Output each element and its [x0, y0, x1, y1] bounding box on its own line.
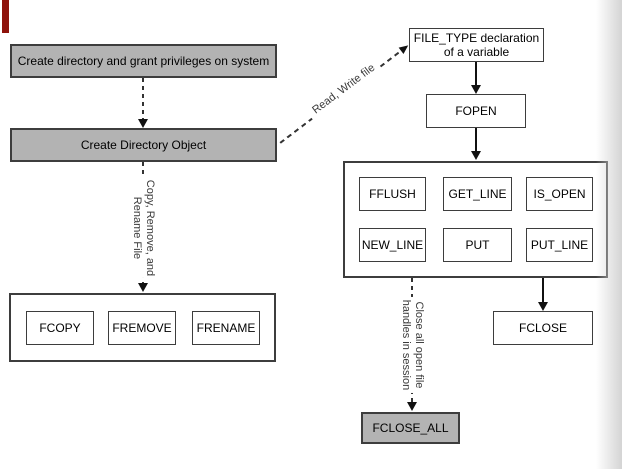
edge-label-copy-remove-line2: Rename File	[131, 196, 143, 260]
node-put-line-label: PUT_LINE	[530, 237, 589, 252]
edge-label-close-all-line1: Close all open file	[412, 301, 425, 389]
node-file-type-line2: of a variable	[443, 45, 510, 59]
node-fremove: FREMOVE	[108, 311, 176, 345]
node-fflush-label: FFLUSH	[369, 186, 416, 201]
edge-filetype-to-fopen-arrowhead	[471, 85, 481, 94]
node-put-label: PUT	[465, 237, 490, 252]
node-create-directory: Create directory and grant privileges on…	[10, 44, 277, 78]
node-file-type-declaration: FILE_TYPE declaration of a variable	[409, 28, 544, 62]
node-fopen-label: FOPEN	[455, 103, 497, 118]
edge-iogroup-to-fcloseall-arrowhead	[407, 402, 417, 411]
edge-label-close-all: Close all open file handles in session	[399, 296, 425, 393]
node-get-line-label: GET_LINE	[448, 186, 507, 201]
edge-label-read-write-text: Read, Write file	[310, 61, 378, 117]
node-file-type-line1: FILE_TYPE declaration	[413, 30, 540, 45]
edge-fopen-to-iogroup-line	[475, 128, 477, 152]
node-fopen: FOPEN	[426, 94, 526, 128]
node-fclose: FCLOSE	[493, 311, 593, 345]
edge-label-read-write: Read, Write file	[305, 58, 383, 121]
edge-label-copy-remove-line1: Copy, Remove, and	[143, 179, 156, 277]
edge-iogroup-to-fclose-line	[542, 278, 544, 303]
node-create-directory-label: Create directory and grant privileges on…	[17, 53, 270, 68]
edge-label-copy-remove-rename: Copy, Remove, and Rename File	[130, 177, 156, 278]
red-accent-bar	[2, 0, 9, 33]
node-fclose-all: FCLOSE_ALL	[361, 412, 460, 444]
edge-createdir-to-dirobj-arrowhead	[138, 119, 148, 128]
node-fclose-all-label: FCLOSE_ALL	[372, 420, 449, 435]
node-put-line: PUT_LINE	[526, 228, 593, 262]
edge-label-close-all-line2: handles in session	[400, 299, 412, 391]
node-is-open: IS_OPEN	[526, 177, 593, 211]
node-is-open-label: IS_OPEN	[533, 186, 586, 201]
node-get-line: GET_LINE	[443, 177, 512, 211]
edge-filetype-to-fopen-line	[475, 62, 477, 86]
node-fclose-label: FCLOSE	[518, 320, 567, 335]
edge-createdir-to-dirobj-line	[142, 78, 144, 120]
node-fcopy: FCOPY	[26, 311, 94, 345]
edge-dirobj-to-fileops-arrowhead	[138, 283, 148, 292]
node-new-line-label: NEW_LINE	[361, 237, 424, 252]
node-put: PUT	[443, 228, 512, 262]
edge-fopen-to-iogroup-arrowhead	[471, 151, 481, 160]
edge-iogroup-to-fclose-arrowhead	[538, 302, 548, 311]
node-fflush: FFLUSH	[359, 177, 426, 211]
node-create-directory-object-label: Create Directory Object	[80, 137, 207, 152]
node-create-directory-object: Create Directory Object	[10, 128, 277, 162]
node-fcopy-label: FCOPY	[39, 320, 81, 335]
node-frename-label: FRENAME	[196, 320, 256, 335]
node-frename: FRENAME	[192, 311, 260, 345]
node-fremove-label: FREMOVE	[112, 320, 172, 335]
node-new-line: NEW_LINE	[359, 228, 426, 262]
